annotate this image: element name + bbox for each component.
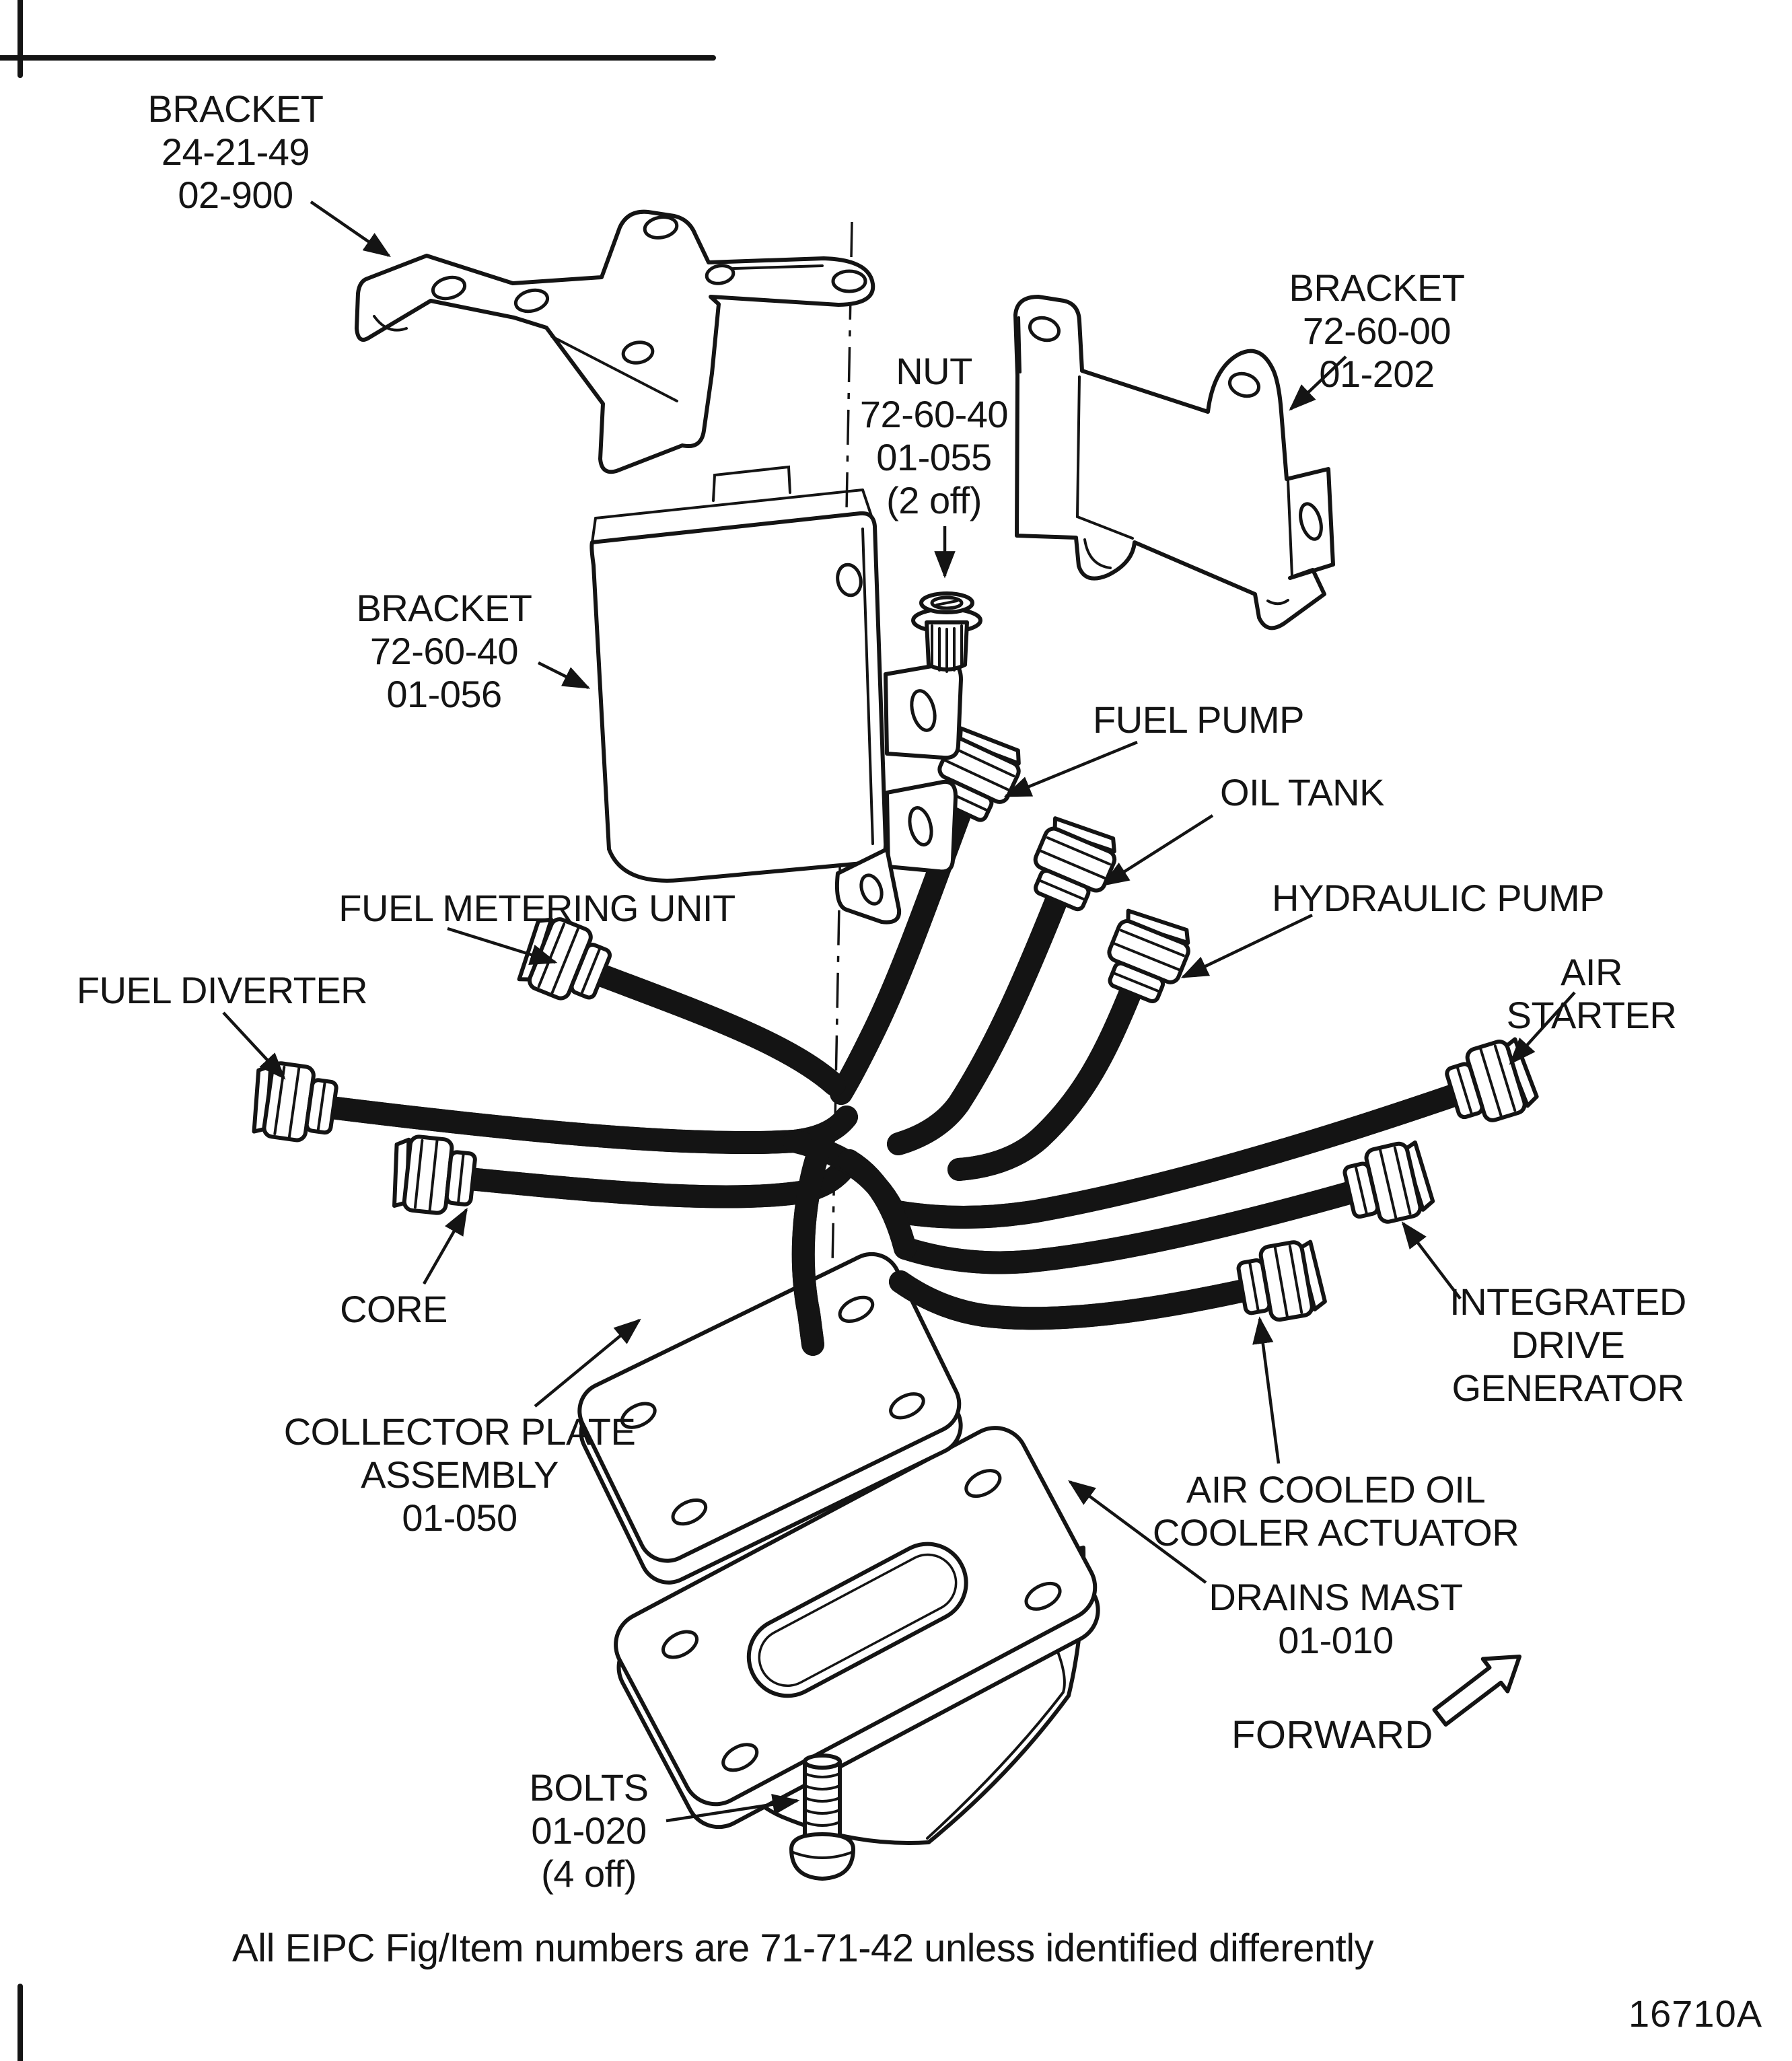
leader-arrows [222, 201, 1576, 1823]
callout-air-cooled-oil-cooler-actuator: AIR COOLED OIL COOLER ACTUATOR [1152, 1468, 1519, 1554]
forward-arrow-icon [1432, 1655, 1521, 1727]
nut-drawing [911, 591, 982, 673]
forward-label: FORWARD [1231, 1713, 1433, 1757]
callout-fuel-diverter: FUEL DIVERTER [76, 969, 368, 1011]
callout-core: CORE [340, 1288, 447, 1330]
fitting-core [390, 1134, 477, 1217]
leader-air-cooled-oil-cooler-actuator [1252, 1316, 1281, 1464]
bolt-drawing [789, 1753, 855, 1881]
fitting-fuel-diverter [250, 1060, 338, 1145]
callout-drains-mast: DRAINS MAST 01-010 [1209, 1576, 1463, 1661]
callout-oil-tank: OIL TANK [1220, 771, 1384, 813]
leader-drains-mast [1068, 1480, 1207, 1584]
leader-air-starter [1509, 991, 1576, 1065]
fitting-integrated-drive-generator [1341, 1139, 1435, 1229]
callout-bracket-72-60-00: BRACKET 72-60-00 01-202 [1289, 266, 1466, 395]
fitting-hydraulic-pump [1098, 906, 1196, 1007]
fitting-oil-tank [1024, 813, 1122, 916]
leader-fuel-diverter [222, 1011, 286, 1080]
leader-fuel-pump [1003, 740, 1138, 798]
callout-fuel-metering-unit: FUEL METERING UNIT [338, 887, 736, 929]
callout-collector-plate-assembly: COLLECTOR PLATE ASSEMBLY 01-050 [283, 1410, 636, 1539]
fitting-air-starter [1442, 1036, 1540, 1130]
leader-integrated-drive-generator [1401, 1221, 1462, 1300]
callout-hydraulic-pump: HYDRAULIC PUMP [1272, 877, 1604, 919]
bracket-72-60-40-drawing [589, 465, 963, 925]
bracket-24-21-49-drawing [355, 209, 875, 474]
scan-border-marks [0, 0, 716, 2061]
leader-oil-tank [1101, 814, 1214, 886]
callout-bracket-24-21-49: BRACKET 24-21-49 02-900 [147, 87, 324, 216]
leader-core [423, 1207, 468, 1285]
fitting-air-cooled-oil-cooler-actuator [1235, 1239, 1326, 1326]
leader-hydraulic-pump [1180, 913, 1313, 979]
leader-bracket-24-21-49 [310, 201, 391, 258]
callout-fuel-pump: FUEL PUMP [1093, 698, 1304, 741]
leader-bracket-72-60-00 [1289, 355, 1347, 411]
callout-integrated-drive-generator: INTEGRATED DRIVE GENERATOR [1449, 1280, 1686, 1409]
figure-code: 16710A [1628, 1992, 1763, 2035]
drains-mast-plate [614, 1426, 1100, 1830]
callout-air-starter: AIR STARTER [1506, 951, 1677, 1036]
callout-bolts: BOLTS 01-020 (4 off) [529, 1766, 649, 1895]
leader-bracket-72-60-40 [537, 661, 591, 690]
collector-plate [577, 1252, 963, 1585]
callout-nut-72-60-40: NUT 72-60-40 01-055 (2 off) [859, 350, 1009, 521]
callout-bracket-72-60-40: BRACKET 72-60-40 01-056 [356, 587, 533, 715]
leader-bolts [666, 1794, 800, 1823]
figure-footnote: All EIPC Fig/Item numbers are 71-71-42 u… [232, 1926, 1374, 1970]
leader-fuel-metering-unit [447, 927, 558, 966]
bracket-72-60-00-drawing [1013, 295, 1335, 630]
leader-collector-plate [534, 1318, 641, 1408]
